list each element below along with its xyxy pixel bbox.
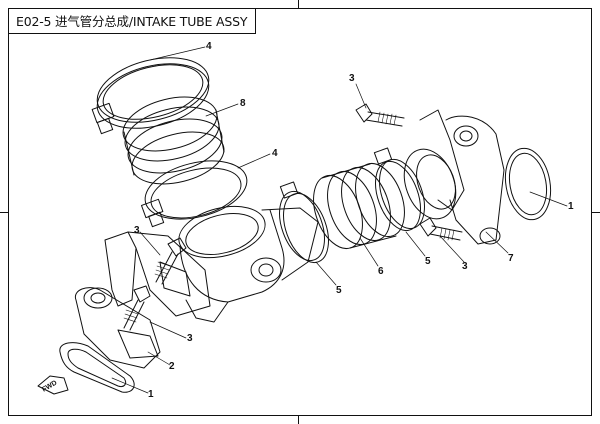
callout-7: 7	[508, 253, 514, 264]
throttle-adapter-part-7	[403, 109, 505, 245]
hose-clamp-upper-part-4	[91, 57, 210, 135]
diagram-title: E02-5 进气管分总成/INTAKE TUBE ASSY	[8, 8, 257, 34]
rubber-boot-part-8	[122, 96, 225, 185]
mounting-bracket	[74, 231, 211, 369]
bolt-right-part-3	[419, 217, 463, 241]
bolt-top-part-3	[355, 103, 405, 127]
callout-4-upper: 4	[206, 41, 212, 52]
drawing-frame	[8, 8, 592, 416]
callout-8: 8	[240, 98, 246, 109]
callout-5-right: 5	[425, 256, 431, 267]
o-ring-right-part-1	[504, 147, 552, 221]
bolt-lower-left-lower-part-3	[123, 285, 151, 331]
gasket-part-2	[59, 342, 135, 393]
hose-clamp-lower-part-4	[140, 160, 248, 228]
callout-4-lower: 4	[272, 148, 278, 159]
bolt-lower-left-upper-part-3	[154, 237, 187, 285]
callout-3-left-lower: 3	[187, 333, 193, 344]
callout-5-left: 5	[336, 285, 342, 296]
callout-1-right: 1	[568, 201, 574, 212]
forward-direction-arrow	[37, 375, 69, 395]
hose-clamp-mid-part-5	[279, 181, 329, 264]
frame-tick-bottom	[298, 416, 299, 424]
callout-3-left-upper: 3	[134, 225, 140, 236]
leader-lines	[111, 46, 568, 394]
callout-3-top: 3	[349, 73, 355, 84]
frame-tick-left	[0, 212, 8, 213]
callout-2: 2	[169, 361, 175, 372]
hose-clamp-right-part-5	[373, 147, 425, 232]
rubber-coupler-part-6	[313, 163, 405, 249]
callout-3-right: 3	[462, 261, 468, 272]
frame-tick-top	[298, 0, 299, 8]
callout-6: 6	[378, 266, 384, 277]
callout-1-lower: 1	[148, 389, 154, 400]
frame-tick-right	[592, 212, 600, 213]
